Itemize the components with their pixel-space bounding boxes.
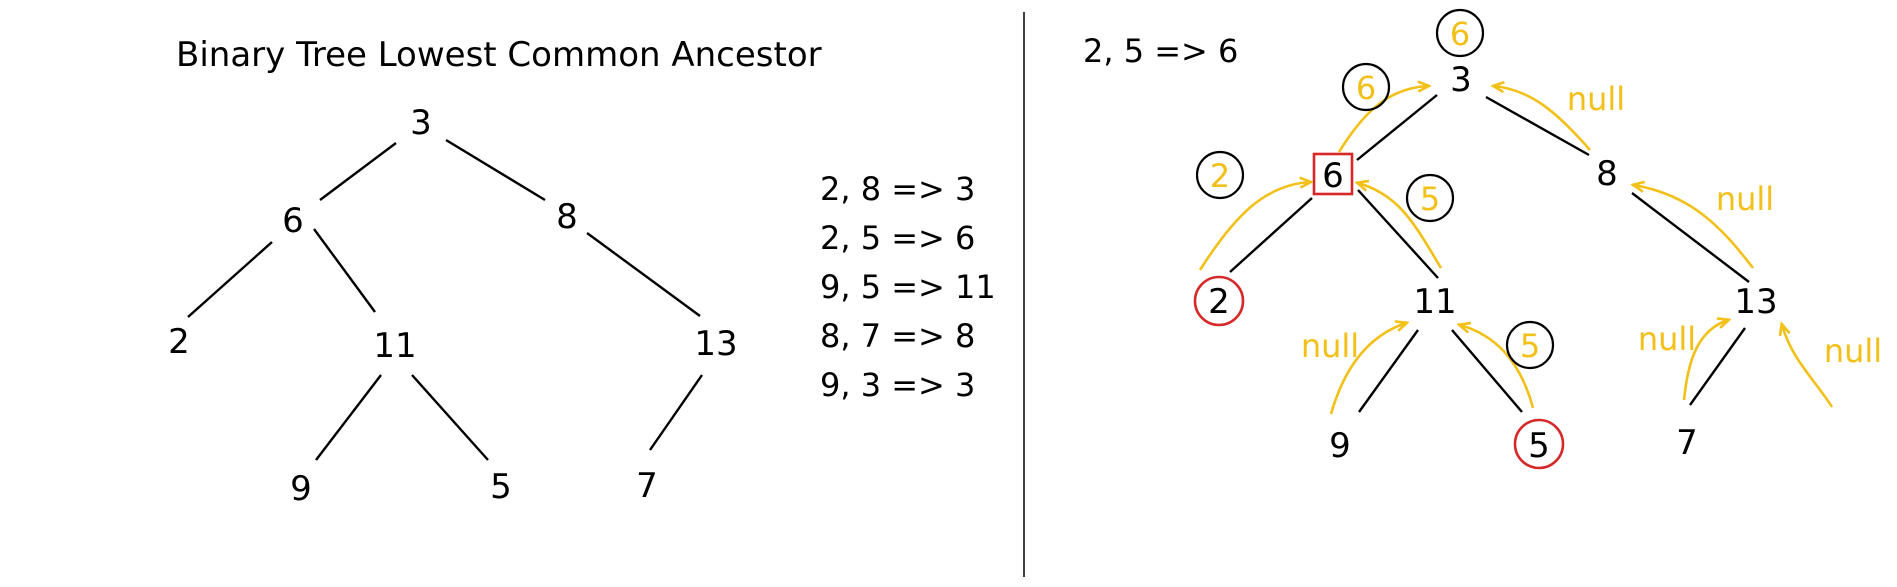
tree-node: 8 — [556, 197, 578, 237]
return-arrows — [1198, 86, 1834, 415]
diagram-title: Binary Tree Lowest Common Ancestor — [176, 35, 822, 75]
return-value: null — [1716, 180, 1774, 218]
edge-11-5 — [411, 374, 489, 461]
edge-11-9 — [1358, 329, 1419, 413]
return-ring — [1405, 173, 1455, 223]
target-ring-5 — [1513, 418, 1565, 470]
right-panel: 2, 5 => 6 3 6 8 2 11 13 9 5 7 — [1083, 8, 1882, 470]
left-panel: Binary Tree Lowest Common Ancestor 3 6 8… — [168, 35, 996, 509]
query-label: 2, 5 => 6 — [1083, 32, 1238, 70]
tree-node: 9 — [290, 469, 312, 509]
example-item: 9, 5 => 11 — [820, 268, 996, 306]
edge-3-8 — [445, 138, 546, 202]
tree-node: 6 — [1322, 156, 1344, 196]
edge-8-13 — [586, 232, 701, 317]
return-value-top: 6 — [1450, 15, 1470, 53]
arrow-11-to-6 — [1358, 183, 1443, 269]
target-ring-2 — [1193, 275, 1245, 327]
tree-node: 5 — [1528, 426, 1550, 466]
arrow-7-to-13 — [1682, 320, 1728, 401]
return-ring — [1341, 62, 1391, 112]
tree-node: 5 — [490, 467, 512, 507]
example-item: 9, 3 => 3 — [820, 366, 975, 404]
tree-node: 13 — [1734, 282, 1777, 322]
return-ring — [1505, 320, 1555, 370]
return-value: 5 — [1520, 327, 1540, 365]
tree-node: 13 — [694, 324, 737, 364]
result-ring — [1435, 8, 1485, 58]
edge-3-6 — [1356, 94, 1438, 161]
arrow-2-to-6 — [1198, 182, 1310, 271]
right-tree-edges — [1229, 94, 1750, 413]
arrow-5-to-11 — [1460, 325, 1535, 409]
tree-node: 7 — [636, 466, 658, 506]
tree-node: 6 — [282, 201, 304, 241]
return-value: 6 — [1356, 69, 1376, 107]
tree-node: 8 — [1596, 154, 1618, 194]
edge-13-7 — [1689, 327, 1746, 406]
right-tree-nodes: 3 6 8 2 11 13 9 5 7 — [1208, 60, 1777, 466]
edge-3-8 — [1485, 95, 1590, 157]
tree-node: 7 — [1676, 423, 1698, 463]
tree-node: 11 — [373, 326, 416, 366]
return-value: 2 — [1210, 157, 1230, 195]
edge-6-11 — [313, 228, 376, 313]
arrow-13-to-8 — [1634, 185, 1755, 269]
edge-8-13 — [1631, 192, 1750, 283]
return-values: 6 6 null 2 5 null null 5 null null — [1195, 8, 1882, 370]
return-value: null — [1638, 320, 1696, 358]
left-tree-edges — [187, 138, 703, 461]
edge-3-6 — [319, 142, 397, 201]
example-item: 2, 5 => 6 — [820, 219, 975, 257]
arrow-6-to-3 — [1337, 86, 1428, 153]
tree-node: 9 — [1329, 426, 1351, 466]
edge-6-2 — [187, 241, 273, 318]
return-ring — [1195, 150, 1245, 200]
edge-6-2 — [1229, 197, 1313, 273]
return-value: null — [1824, 332, 1882, 370]
edge-11-5 — [1451, 329, 1523, 413]
example-list: 2, 8 => 3 2, 5 => 6 9, 5 => 11 8, 7 => 8… — [820, 170, 996, 404]
edge-6-11 — [1357, 189, 1439, 279]
example-item: 2, 8 => 3 — [820, 170, 975, 208]
result-box — [1312, 152, 1354, 196]
example-item: 8, 7 => 8 — [820, 317, 975, 355]
return-value: null — [1301, 327, 1359, 365]
arrow-8-to-3 — [1494, 86, 1591, 151]
tree-node: 11 — [1413, 282, 1456, 322]
return-value: 5 — [1420, 180, 1440, 218]
edge-13-7 — [649, 374, 703, 451]
arrow-right-null-to-13 — [1782, 325, 1834, 408]
tree-node: 3 — [1450, 60, 1472, 100]
return-value: null — [1567, 80, 1625, 118]
tree-node: 2 — [1208, 282, 1230, 322]
arrow-9-to-11 — [1329, 323, 1406, 415]
tree-node: 3 — [410, 103, 432, 143]
left-tree-nodes: 3 6 8 2 11 13 9 5 7 — [168, 103, 737, 509]
edge-11-9 — [315, 374, 382, 461]
tree-node: 2 — [168, 322, 190, 362]
